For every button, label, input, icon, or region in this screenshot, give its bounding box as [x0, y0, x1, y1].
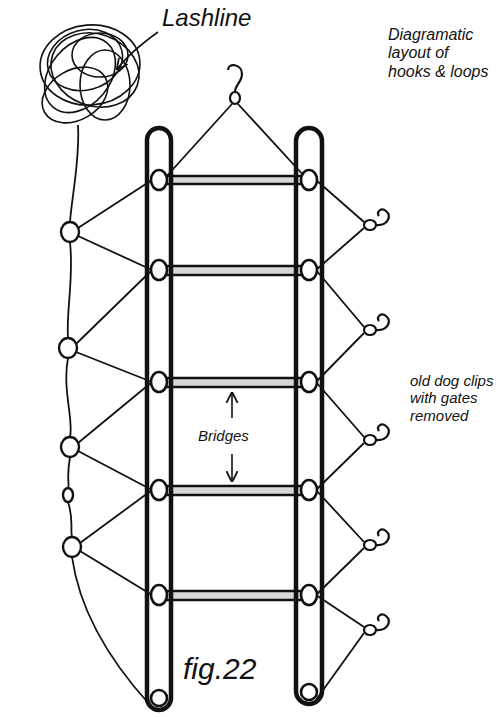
figure-caption: fig.22 [183, 652, 293, 687]
dog-clips [228, 65, 389, 635]
bridges-label: Bridges [198, 427, 288, 444]
clip-note-label-holder: old dog clips with gates removed [410, 372, 494, 424]
lashline-label: Lashline [162, 4, 282, 32]
leader-line [118, 32, 158, 68]
bridges-label-holder: Bridges [198, 427, 288, 444]
rails [147, 128, 322, 710]
bridges [165, 176, 305, 600]
lashline-ties [76, 180, 152, 595]
lashline-coil [30, 21, 150, 134]
figure-caption-holder: fig.22 [183, 652, 293, 687]
lashline [66, 125, 150, 705]
lashline-label-holder: Lashline [162, 4, 282, 32]
note-label-holder: Diagramatic layout of hooks & loops [388, 26, 492, 81]
clip-note-label: old dog clips with gates removed [410, 372, 494, 424]
lash-loops [59, 222, 81, 557]
hook-ties [165, 104, 364, 700]
rail-loops [151, 170, 317, 706]
note-label: Diagramatic layout of hooks & loops [388, 26, 492, 81]
